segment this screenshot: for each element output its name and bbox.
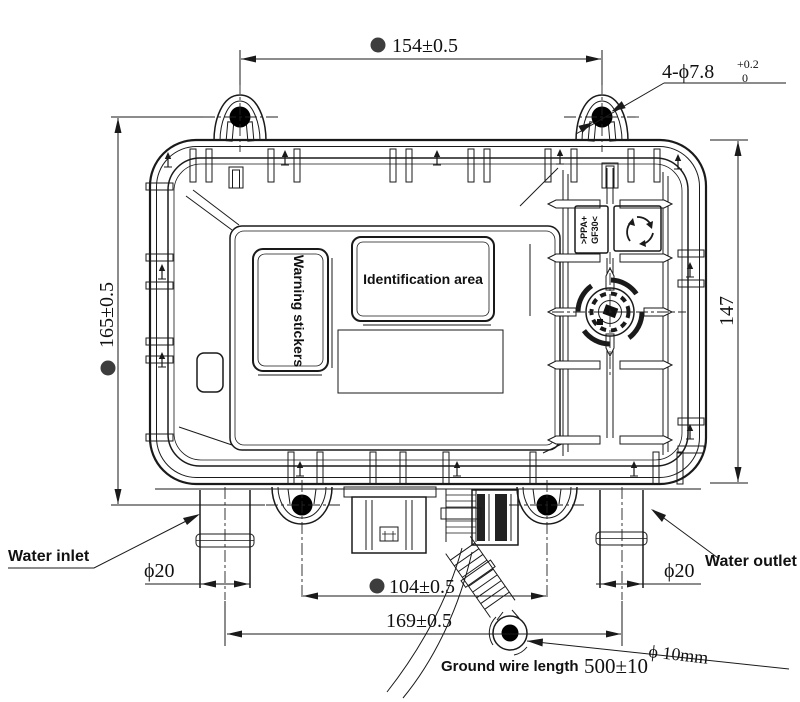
mounting-ear-bottom-right (509, 480, 585, 600)
connector-span-text: 104±0.5 (389, 576, 455, 598)
identification-area-box: Identification area (351, 236, 531, 326)
top-edge-ribs (189, 148, 661, 183)
dim-bullet (370, 37, 386, 53)
recessed-panel (178, 167, 571, 454)
right-edge-ribs (677, 249, 705, 454)
device-body: Warning stickers Identification area (145, 82, 708, 600)
dim-bullet (369, 578, 385, 594)
material-marking-line1: >PPA+ (579, 216, 589, 244)
ground-wire-value-text: 500±10 (584, 654, 648, 678)
warning-stickers-label: Warning stickers (291, 255, 307, 368)
recycle-symbol-box (613, 205, 662, 252)
dim-top-width-text: 154±0.5 (392, 35, 458, 57)
mounting-ear-bottom-left (266, 480, 340, 600)
dim-left-height-text: 165±0.5 (96, 282, 118, 348)
label-ground-wire: Ground wire length 500±10 (441, 654, 648, 678)
dim-right-height: 147 (710, 139, 748, 484)
signal-connector (343, 486, 437, 554)
dim-port-span: 169±0.5 (224, 601, 623, 646)
right-strip (546, 168, 674, 456)
water-inlet-pipe (195, 487, 255, 600)
port-span-text: 169±0.5 (386, 610, 452, 632)
dim-inlet-diameter: ϕ20 (144, 560, 250, 588)
callout-mount-holes: 4-ϕ7.8 +0.2 0 (575, 57, 786, 135)
power-connector (471, 489, 519, 546)
outlet-diameter-text: ϕ20 (664, 560, 695, 582)
dim-bullet (100, 360, 116, 376)
small-tab (196, 352, 224, 393)
recycle-icon (626, 216, 654, 247)
mounting-ear-top-right (564, 82, 640, 152)
label-water-outlet: Water outlet (651, 509, 798, 570)
mount-holes-text: 4-ϕ7.8 (662, 61, 714, 83)
material-marking-line2: GF30< (590, 216, 600, 244)
ring-terminal (488, 609, 528, 656)
dim-top-width: 154±0.5 (239, 35, 603, 85)
dim-outlet-diameter: ϕ20 (596, 560, 701, 588)
dim-left-height: 165±0.5 (96, 116, 265, 506)
label-water-inlet: Water inlet (8, 514, 200, 569)
mount-holes-tol-lower: 0 (742, 71, 748, 85)
mounting-ear-top-left (203, 82, 278, 152)
mount-holes-tol-upper: +0.2 (737, 57, 759, 71)
ground-hole-text: ϕ 10mm (648, 641, 710, 668)
water-outlet-pipe (595, 487, 648, 600)
ground-wire-label-text: Ground wire length (441, 658, 579, 675)
water-outlet-text: Water outlet (705, 553, 798, 570)
warning-sticker-box: Warning stickers (252, 248, 333, 376)
blank-label-area (337, 329, 504, 394)
identification-area-label: Identification area (363, 271, 483, 287)
dim-connector-span: 104±0.5 (303, 576, 546, 600)
dim-right-height-text: 147 (716, 296, 738, 326)
breather-valve (552, 252, 686, 375)
left-edge-ribs (145, 182, 174, 442)
top-clips (228, 162, 619, 189)
material-marking-box: >PPA+ GF30< (574, 205, 609, 254)
water-inlet-text: Water inlet (8, 548, 90, 565)
bottom-edge-ribs (287, 451, 684, 485)
inlet-diameter-text: ϕ20 (144, 560, 175, 582)
ground-wire (386, 489, 528, 699)
